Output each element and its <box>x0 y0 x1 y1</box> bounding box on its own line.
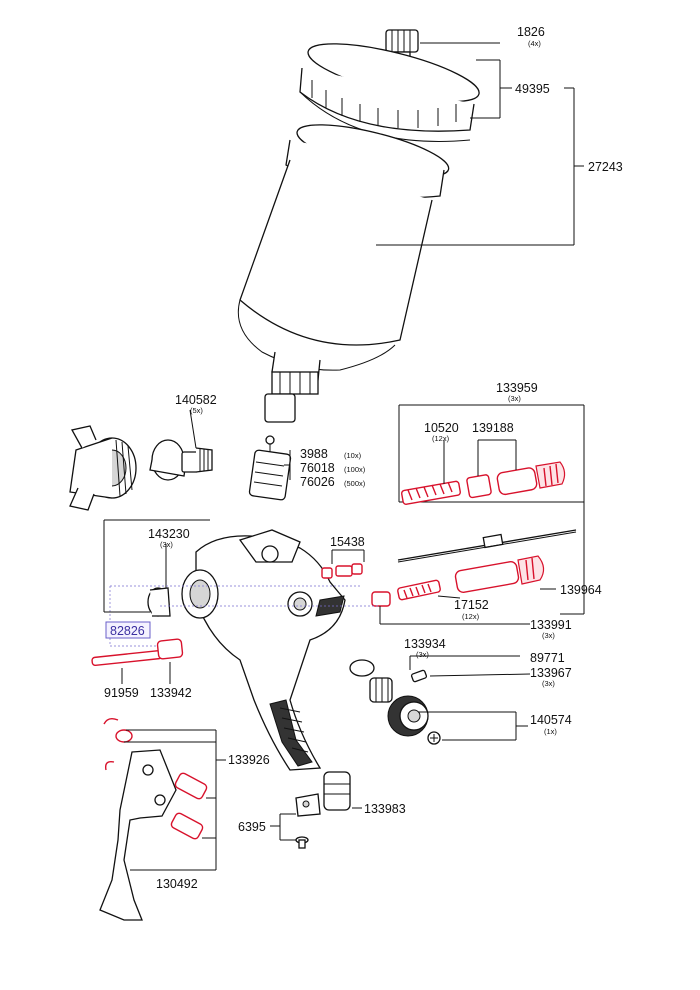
part-number-140582: 140582 <box>175 393 217 407</box>
callout-box-82826 <box>105 621 151 639</box>
trigger <box>99 749 177 921</box>
part-number-130492: 130492 <box>156 877 198 891</box>
qty-140574: (1x) <box>544 727 557 736</box>
trigger-pins <box>170 772 208 840</box>
part-number-133926: 133926 <box>228 753 270 767</box>
cover-plate <box>295 793 321 817</box>
qty-143230: (3x) <box>160 540 173 549</box>
part-number-139188: 139188 <box>472 421 514 435</box>
qty-10520: (12x) <box>432 434 450 443</box>
qty-133959: (3x) <box>508 394 521 403</box>
qty-133934: (3x) <box>416 650 429 659</box>
adjustment-knob <box>454 555 545 593</box>
needle-packing <box>371 591 391 607</box>
circlips <box>103 717 133 771</box>
part-number-27243: 27243 <box>588 160 623 174</box>
screw-small <box>410 669 428 683</box>
leaders-cup <box>376 42 584 246</box>
fluid-nozzle <box>149 439 213 481</box>
part-number-10520: 10520 <box>424 421 459 435</box>
seal-set <box>321 563 363 579</box>
qty-76018: (100x) <box>344 465 366 474</box>
air-micrometer <box>387 695 429 737</box>
fluid-needle <box>397 529 577 563</box>
part-number-133942: 133942 <box>150 686 192 700</box>
cup-lid <box>299 43 480 142</box>
qty-133967: (3x) <box>542 679 555 688</box>
part-number-76026: 76026 <box>300 475 335 489</box>
o-ring <box>349 659 375 677</box>
needle-spring-2 <box>397 579 441 601</box>
air-cap <box>69 425 137 511</box>
part-number-1826: 1826 <box>517 25 545 39</box>
part-number-82826: 82826 <box>110 624 145 638</box>
part-number-133983: 133983 <box>364 802 406 816</box>
qty-1826: (4x) <box>528 39 541 48</box>
part-number-133934: 133934 <box>404 637 446 651</box>
qty-76026: (500x) <box>344 479 366 488</box>
air-inlet <box>323 771 351 811</box>
part-number-140574: 140574 <box>530 713 572 727</box>
part-number-139964: 139964 <box>560 583 602 597</box>
bottom-screw <box>295 836 309 849</box>
part-number-133959: 133959 <box>496 381 538 395</box>
part-number-17152: 17152 <box>454 598 489 612</box>
qty-133991: (3x) <box>542 631 555 640</box>
part-number-76018: 76018 <box>300 461 335 475</box>
part-number-143230: 143230 <box>148 527 190 541</box>
part-number-133991: 133991 <box>530 618 572 632</box>
part-number-89771: 89771 <box>530 651 565 665</box>
adjustment-knob-set <box>466 461 566 499</box>
paint-strainer <box>248 435 292 501</box>
air-connection <box>369 677 393 703</box>
qty-140582: (5x) <box>190 406 203 415</box>
spreader-valve <box>147 587 171 617</box>
part-number-91959: 91959 <box>104 686 139 700</box>
part-number-3988: 3988 <box>300 447 328 461</box>
part-number-49395: 49395 <box>515 82 550 96</box>
air-valve-stem <box>91 638 184 667</box>
part-number-15438: 15438 <box>330 535 365 549</box>
paint-cup <box>237 124 450 423</box>
needle-spring <box>400 480 461 505</box>
spray-gun-body <box>181 529 346 771</box>
qty-3988: (10x) <box>344 451 362 460</box>
screw-washer <box>427 731 441 745</box>
part-number-133967: 133967 <box>530 666 572 680</box>
part-number-6395: 6395 <box>238 820 266 834</box>
qty-17152: (12x) <box>462 612 480 621</box>
